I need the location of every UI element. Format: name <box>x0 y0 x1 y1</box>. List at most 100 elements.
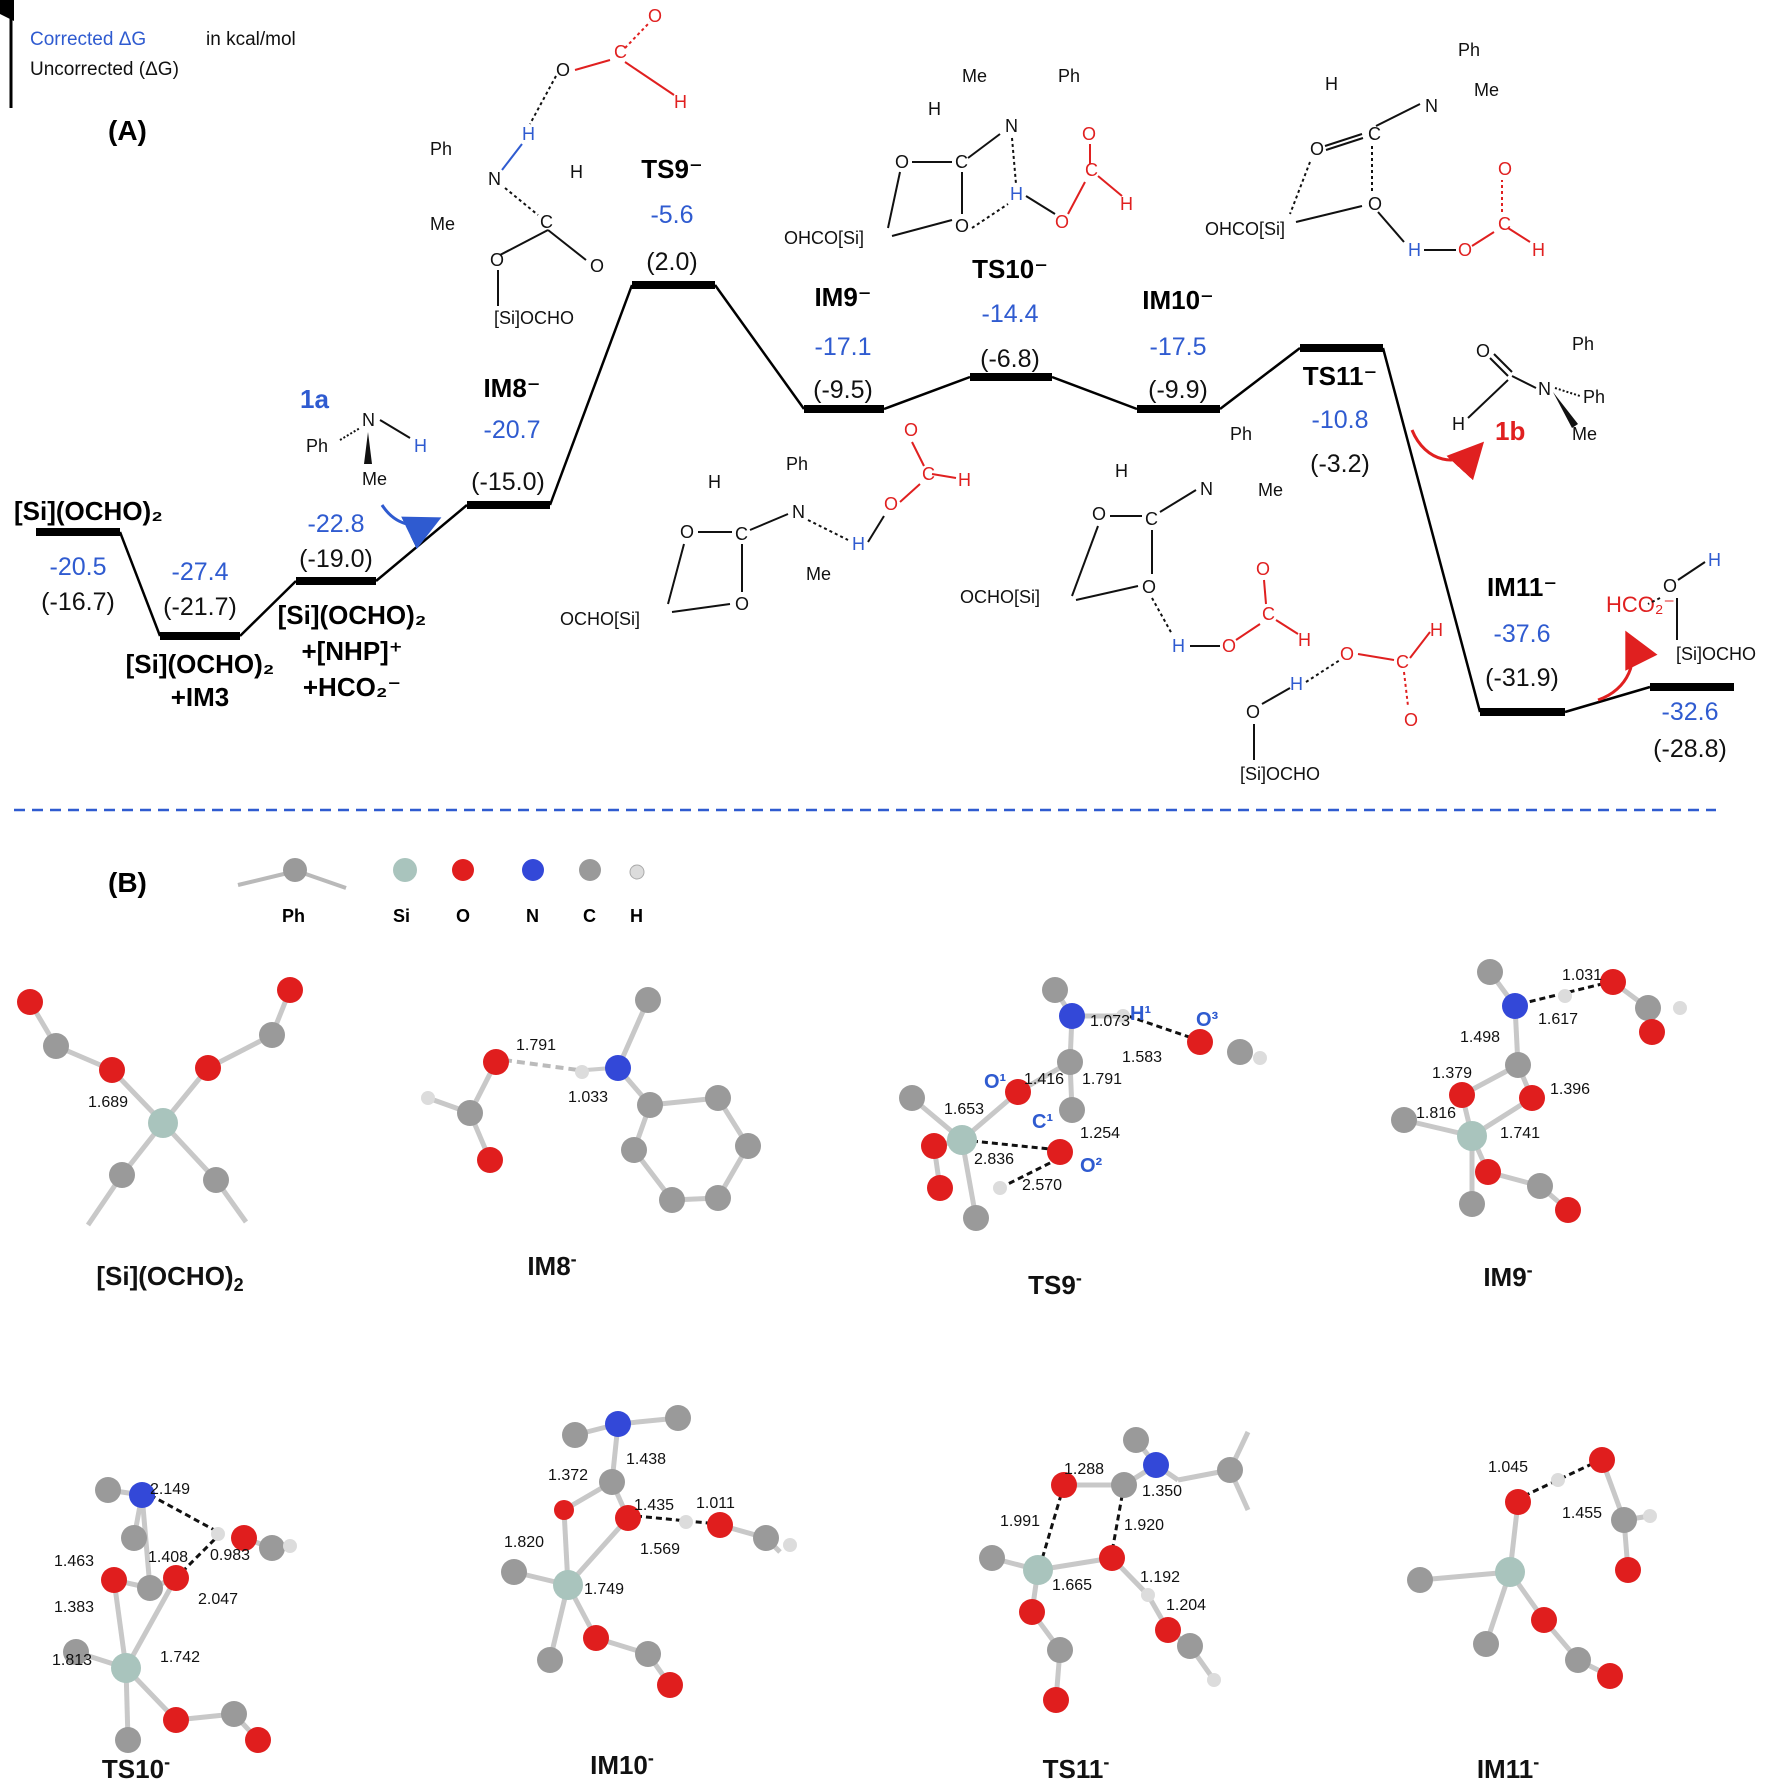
svg-text:N: N <box>488 169 501 189</box>
level-corrected-value: -37.6 <box>1494 620 1551 648</box>
svg-text:O: O <box>1498 159 1512 179</box>
geometry-ts10: 2.149 0.983 1.463 1.408 2.047 1.383 1.81… <box>52 1477 297 1782</box>
level-bar-im8 <box>467 501 550 509</box>
atom-h: H <box>414 436 427 456</box>
bond-distance: 1.689 <box>88 1094 128 1111</box>
atom-tag-h1: H¹ <box>1130 1003 1151 1025</box>
level-nhp: -22.8 (-19.0) [Si](OCHO)₂ +[NHP]⁺ +HCO₂⁻ <box>278 510 427 702</box>
bond-distance: 2.149 <box>150 1481 190 1498</box>
bond-distance: 1.408 <box>148 1549 188 1566</box>
geometry-label: TS9- <box>1028 1268 1082 1300</box>
bond-distance: 1.379 <box>1432 1065 1472 1082</box>
level-name: IM8⁻ <box>483 373 540 403</box>
svg-text:H: H <box>852 534 865 554</box>
svg-text:O: O <box>1663 576 1677 596</box>
svg-text:H: H <box>522 124 535 144</box>
level-im3: -27.4 (-21.7) [Si](OCHO)₂ +IM3 <box>126 558 275 712</box>
svg-text:O: O <box>1055 212 1069 232</box>
reaction-arrow <box>1597 630 1658 702</box>
bond-distance: 1.455 <box>1562 1505 1602 1522</box>
svg-text:C: C <box>955 152 968 172</box>
level-uncorrected-value: (-15.0) <box>471 468 545 496</box>
reactant-1a-label: 1a <box>300 384 329 414</box>
bond-distance: 1.396 <box>1550 1081 1590 1098</box>
svg-text:O: O <box>884 494 898 514</box>
atom-tag-o2: O² <box>1080 1155 1103 1177</box>
geometry-im9: 1.031 1.617 1.498 1.379 1.396 1.816 1.74… <box>1391 959 1687 1292</box>
geometry-im11: 1.045 1.455 IM11- <box>1407 1447 1657 1782</box>
legend-corrected-unit: in kcal/mol <box>206 29 296 50</box>
svg-text:H: H <box>1115 461 1128 481</box>
level-bar-im11 <box>1480 708 1565 716</box>
level-corrected-value: -14.4 <box>982 300 1039 328</box>
svg-text:O: O <box>1310 139 1324 159</box>
reaction-arrow <box>1410 429 1485 481</box>
level-final: -32.6 (-28.8) <box>1653 698 1727 763</box>
svg-text:O: O <box>556 60 570 80</box>
geometry-label: [Si](OCHO)2 <box>96 1261 243 1295</box>
geometry-label: TS10- <box>102 1752 170 1782</box>
svg-text:H: H <box>1290 674 1303 694</box>
level-bar-final <box>1650 683 1734 691</box>
bond-distance: 1.742 <box>160 1649 200 1666</box>
svg-text:OCHO[Si]: OCHO[Si] <box>960 587 1040 607</box>
svg-text:O: O <box>895 152 909 172</box>
svg-text:C: C <box>1498 214 1511 234</box>
level-corrected-value: -20.7 <box>484 416 541 444</box>
atom-legend-label: C <box>583 906 596 926</box>
atom-legend-c: C <box>579 859 601 926</box>
bond-distance: 1.372 <box>548 1467 588 1484</box>
reaction-arrow <box>380 504 442 550</box>
svg-text:OHCO[Si]: OHCO[Si] <box>784 228 864 248</box>
svg-text:Me: Me <box>1572 424 1597 444</box>
profile-levels <box>36 281 1734 716</box>
atom-tag-c1: C¹ <box>1032 1111 1053 1133</box>
bond-distance: 1.991 <box>1000 1513 1040 1530</box>
bond-distance: 2.570 <box>1022 1177 1062 1194</box>
svg-text:N: N <box>1200 479 1213 499</box>
bond-distance: 1.920 <box>1124 1517 1164 1534</box>
level-corrected-value: -20.5 <box>50 553 107 581</box>
geometry-label: IM8- <box>527 1249 576 1281</box>
svg-text:O: O <box>1340 644 1354 664</box>
atom-legend-label: H <box>630 906 643 926</box>
bond-distance: 1.463 <box>54 1553 94 1570</box>
svg-text:H: H <box>1172 636 1185 656</box>
level-name: TS10⁻ <box>972 254 1048 284</box>
svg-text:C: C <box>1368 124 1381 144</box>
bond-distance: 1.192 <box>1140 1569 1180 1586</box>
svg-text:H: H <box>1298 630 1311 650</box>
atom-n: N <box>362 410 375 430</box>
bond-distance: 1.498 <box>1460 1029 1500 1046</box>
level-uncorrected-value: (-9.5) <box>813 376 873 404</box>
svg-text:O: O <box>955 216 969 236</box>
level-name: IM9⁻ <box>814 282 871 312</box>
svg-text:OHCO[Si]: OHCO[Si] <box>1205 219 1285 239</box>
group-me: Me <box>362 469 387 489</box>
svg-text:H: H <box>1430 620 1443 640</box>
svg-text:O: O <box>1404 710 1418 730</box>
bond-distance: 1.435 <box>634 1497 674 1514</box>
bond-distance: 0.983 <box>210 1547 250 1564</box>
level-bar-im10 <box>1137 405 1220 413</box>
svg-text:H: H <box>570 162 583 182</box>
bond-distance: 1.569 <box>640 1541 680 1558</box>
bond-distance: 1.350 <box>1142 1483 1182 1500</box>
geometry-label: IM11- <box>1477 1752 1539 1782</box>
svg-text:H: H <box>1010 184 1023 204</box>
svg-text:O: O <box>1142 577 1156 597</box>
svg-text:OCHO[Si]: OCHO[Si] <box>560 609 640 629</box>
svg-text:C: C <box>922 464 935 484</box>
panel-a-label: (A) <box>108 115 147 146</box>
geometry-label: IM10- <box>590 1748 654 1780</box>
level-uncorrected-value: (-31.9) <box>1485 664 1559 692</box>
svg-text:C: C <box>540 212 553 232</box>
level-name: TS9⁻ <box>641 154 702 184</box>
structure-ts9: O C O H H N Ph Me C H O O [Si]OCHO <box>430 6 687 328</box>
level-name: [Si](OCHO)₂ <box>14 496 163 526</box>
bond-distance: 1.820 <box>504 1534 544 1551</box>
svg-text:[Si]OCHO: [Si]OCHO <box>1676 644 1756 664</box>
svg-text:O: O <box>590 256 604 276</box>
svg-text:Ph: Ph <box>1230 424 1252 444</box>
svg-text:O: O <box>1458 240 1472 260</box>
